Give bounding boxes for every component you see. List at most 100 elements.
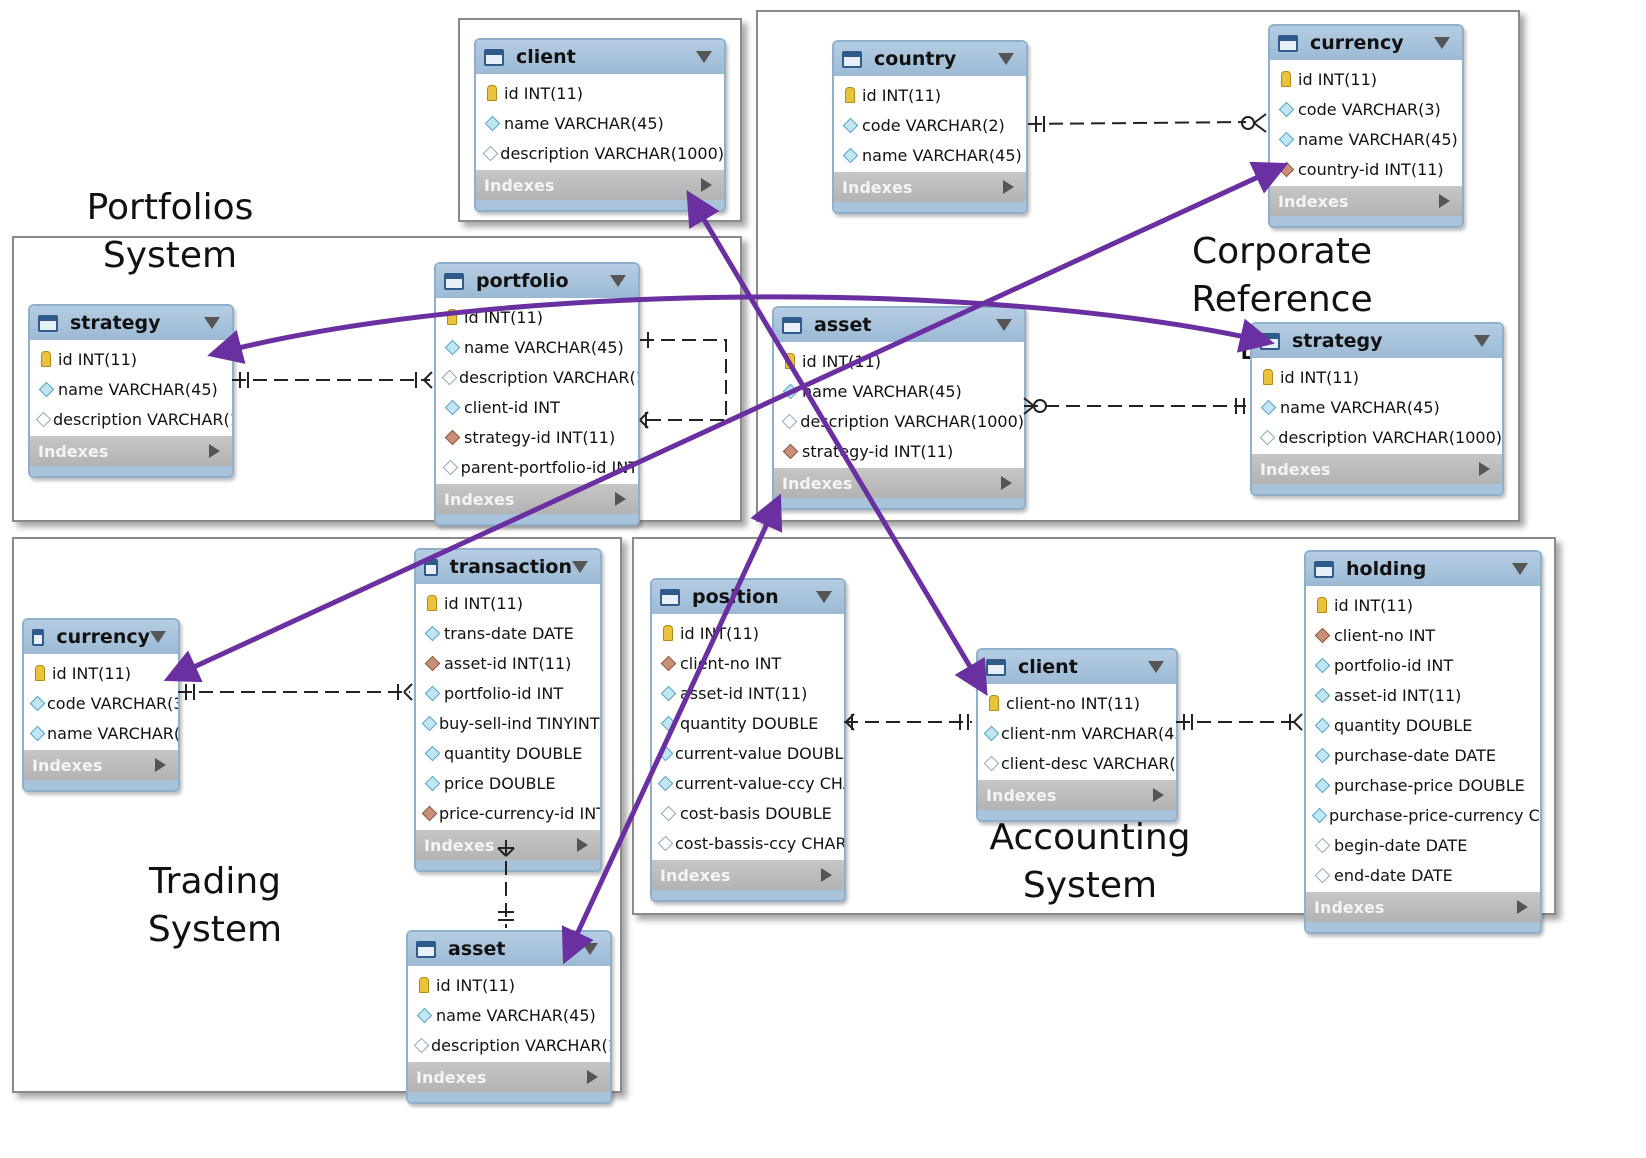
chevron-down-icon[interactable]	[998, 53, 1014, 65]
column-row[interactable]: purchase-date DATE	[1306, 740, 1540, 770]
column-row[interactable]: current-value DOUBLE	[652, 738, 844, 768]
column-row[interactable]: buy-sell-ind TINYINT(4)	[416, 708, 600, 738]
column-row[interactable]: name VARCHAR(45)	[774, 376, 1024, 406]
indexes-section[interactable]: Indexes	[408, 1062, 610, 1092]
column-row[interactable]: client-no INT	[1306, 620, 1540, 650]
column-row[interactable]: quantity DOUBLE	[1306, 710, 1540, 740]
indexes-section[interactable]: Indexes	[1252, 454, 1502, 484]
column-row[interactable]: id INT(11)	[30, 344, 232, 374]
column-row[interactable]: id INT(11)	[1252, 362, 1502, 392]
chevron-down-icon[interactable]	[582, 943, 598, 955]
table-header[interactable]: asset	[774, 308, 1024, 342]
column-row[interactable]: id INT(11)	[1306, 590, 1540, 620]
column-row[interactable]: strategy-id INT(11)	[436, 422, 638, 452]
client-table[interactable]: client client-no INT(11)client-nm VARCHAR…	[976, 648, 1178, 822]
chevron-down-icon[interactable]	[996, 319, 1012, 331]
column-row[interactable]: description VARCHAR(1000)	[774, 406, 1024, 436]
chevron-right-icon[interactable]	[701, 178, 712, 192]
column-row[interactable]: id INT(11)	[834, 80, 1026, 110]
chevron-right-icon[interactable]	[1003, 180, 1014, 194]
column-row[interactable]: code VARCHAR(3)	[1270, 94, 1462, 124]
column-row[interactable]: client-id INT	[436, 392, 638, 422]
column-row[interactable]: description VARCHAR(1000)	[30, 404, 232, 434]
indexes-section[interactable]: Indexes	[476, 170, 724, 200]
chevron-down-icon[interactable]	[1434, 37, 1450, 49]
column-row[interactable]: current-value-ccy CHAR(3)	[652, 768, 844, 798]
table-header[interactable]: position	[652, 580, 844, 614]
table-header[interactable]: strategy	[30, 306, 232, 340]
column-row[interactable]: cost-basis DOUBLE	[652, 798, 844, 828]
column-row[interactable]: id INT(11)	[1270, 64, 1462, 94]
table-header[interactable]: client	[476, 40, 724, 74]
column-row[interactable]: quantity DOUBLE	[652, 708, 844, 738]
chevron-right-icon[interactable]	[821, 868, 832, 882]
table-header[interactable]: holding	[1306, 552, 1540, 586]
chevron-right-icon[interactable]	[1153, 788, 1164, 802]
column-row[interactable]: client-nm VARCHAR(45)	[978, 718, 1176, 748]
column-row[interactable]: client-no INT(11)	[978, 688, 1176, 718]
chevron-down-icon[interactable]	[816, 591, 832, 603]
table-header[interactable]: country	[834, 42, 1026, 76]
indexes-section[interactable]: Indexes	[1270, 186, 1462, 216]
strategy-table[interactable]: strategy id INT(11)name VARCHAR(45)descri…	[1250, 322, 1504, 496]
chevron-down-icon[interactable]	[150, 631, 166, 643]
column-row[interactable]: client-no INT	[652, 648, 844, 678]
table-header[interactable]: strategy	[1252, 324, 1502, 358]
column-row[interactable]: portfolio-id INT	[416, 678, 600, 708]
chevron-down-icon[interactable]	[696, 51, 712, 63]
column-row[interactable]: id INT(11)	[436, 302, 638, 332]
column-row[interactable]: code VARCHAR(2)	[834, 110, 1026, 140]
column-row[interactable]: trans-date DATE	[416, 618, 600, 648]
column-row[interactable]: id INT(11)	[408, 970, 610, 1000]
column-row[interactable]: begin-date DATE	[1306, 830, 1540, 860]
chevron-down-icon[interactable]	[1148, 661, 1164, 673]
indexes-section[interactable]: Indexes	[436, 484, 638, 514]
indexes-section[interactable]: Indexes	[652, 860, 844, 890]
column-row[interactable]: purchase-price DOUBLE	[1306, 770, 1540, 800]
column-row[interactable]: name VARCHAR(45)	[476, 108, 724, 138]
column-row[interactable]: name VARCHAR(45)	[1252, 392, 1502, 422]
column-row[interactable]: country-id INT(11)	[1270, 154, 1462, 184]
chevron-down-icon[interactable]	[1512, 563, 1528, 575]
column-row[interactable]: client-desc VARCHAR(1000)	[978, 748, 1176, 778]
column-row[interactable]: id INT(11)	[24, 658, 178, 688]
chevron-down-icon[interactable]	[204, 317, 220, 329]
column-row[interactable]: portfolio-id INT	[1306, 650, 1540, 680]
column-row[interactable]: name VARCHAR(45)	[408, 1000, 610, 1030]
table-header[interactable]: currency	[1270, 26, 1462, 60]
indexes-section[interactable]: Indexes	[416, 830, 600, 860]
chevron-right-icon[interactable]	[577, 838, 588, 852]
column-row[interactable]: id INT(11)	[476, 78, 724, 108]
country-table[interactable]: country id INT(11)code VARCHAR(2)name VAR…	[832, 40, 1028, 214]
chevron-right-icon[interactable]	[1517, 900, 1528, 914]
column-row[interactable]: description VARCHAR(1000)	[436, 362, 638, 392]
column-row[interactable]: description VARCHAR(1000)	[1252, 422, 1502, 452]
column-row[interactable]: description VARCHAR(1000)	[476, 138, 724, 168]
column-row[interactable]: name VARCHAR(45)	[834, 140, 1026, 170]
chevron-right-icon[interactable]	[1439, 194, 1450, 208]
indexes-section[interactable]: Indexes	[30, 436, 232, 466]
column-row[interactable]: price DOUBLE	[416, 768, 600, 798]
column-row[interactable]: end-date DATE	[1306, 860, 1540, 890]
column-row[interactable]: id INT(11)	[652, 618, 844, 648]
column-row[interactable]: cost-bassis-ccy CHAR(3)	[652, 828, 844, 858]
column-row[interactable]: asset-id INT(11)	[1306, 680, 1540, 710]
column-row[interactable]: asset-id INT(11)	[652, 678, 844, 708]
chevron-right-icon[interactable]	[155, 758, 166, 772]
column-row[interactable]: name VARCHAR(45)	[24, 718, 178, 748]
column-row[interactable]: purchase-price-currency CHAR(3)	[1306, 800, 1540, 830]
chevron-right-icon[interactable]	[1479, 462, 1490, 476]
chevron-right-icon[interactable]	[1001, 476, 1012, 490]
table-header[interactable]: client	[978, 650, 1176, 684]
indexes-section[interactable]: Indexes	[978, 780, 1176, 810]
column-row[interactable]: asset-id INT(11)	[416, 648, 600, 678]
column-row[interactable]: id INT(11)	[416, 588, 600, 618]
